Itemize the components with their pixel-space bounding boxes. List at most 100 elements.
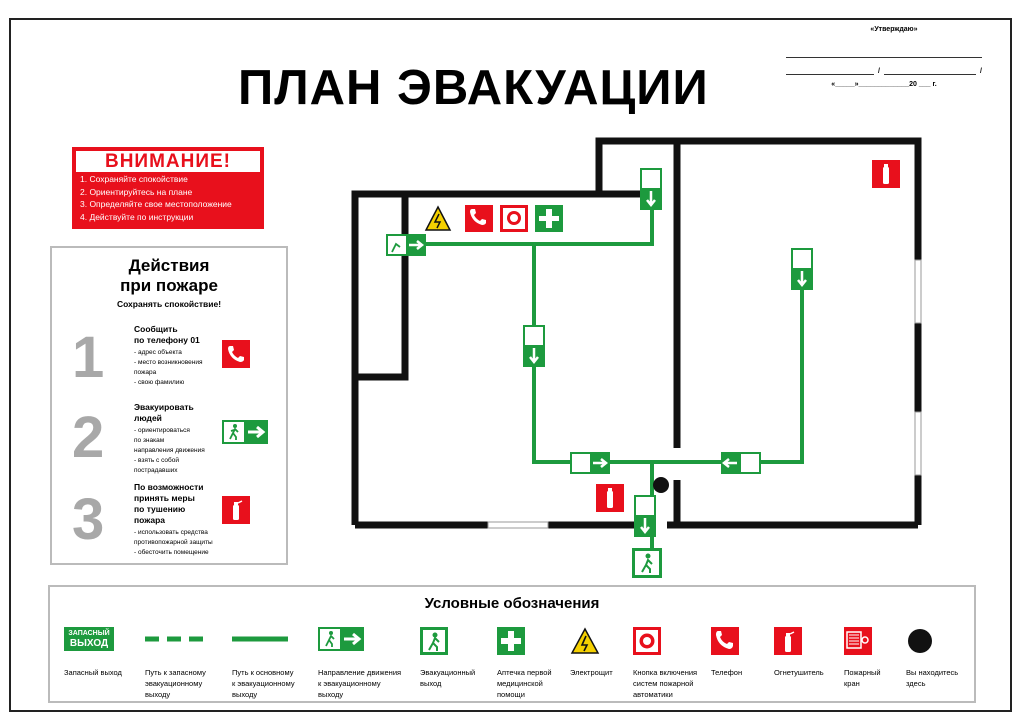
approval-heading: «Утверждаю» — [870, 26, 918, 33]
step-item: - место возникновения — [134, 359, 203, 366]
step-item: противопожарной защиты — [134, 539, 213, 546]
phone-icon — [711, 627, 739, 655]
attention-item: 1. Сохраняйте спокойствие — [80, 174, 188, 184]
fire-actions-title: Действия при пожаре — [52, 256, 286, 296]
direction-arrow-sign — [318, 627, 364, 651]
direction-arrow-sign — [523, 325, 545, 367]
legend-item-reserve-path: Путь к запасному эвакуационному выходу — [145, 627, 206, 699]
legend-label-line: Вы находитесь — [906, 668, 959, 677]
legend-label-line: выходу — [145, 690, 171, 699]
windows — [487, 259, 922, 529]
dashed-green-line — [145, 636, 203, 642]
step-items: - адрес объекта - место возникновения по… — [134, 348, 203, 388]
legend-label: Запасный выход — [64, 667, 154, 678]
step-item: - использовать средства — [134, 529, 208, 536]
direction-arrow-sign — [640, 168, 662, 210]
first-aid-icon — [497, 627, 525, 655]
electrical-hazard-icon — [424, 205, 452, 231]
fire-actions-title-line2: при пожаре — [120, 276, 218, 295]
step-heading-line: пожара — [134, 515, 165, 525]
page-title: ПЛАН ЭВАКУАЦИИ — [238, 61, 709, 115]
step-items: - использовать средства противопожарной … — [134, 528, 213, 558]
legend-item-hydrant: Пожарный кран — [844, 627, 881, 688]
legend-label-line: систем пожарной — [633, 679, 694, 688]
emergency-exit-sign: ЗАПАСНЫЙ ВЫХОД — [64, 627, 114, 651]
legend-item-extinguisher: Огнетушитель — [774, 627, 824, 677]
step-heading: По возможности принять меры по тушению п… — [134, 482, 203, 526]
legend-label: Огнетушитель — [774, 667, 864, 678]
direction-arrow-sign — [634, 495, 656, 537]
step-heading: Эвакуировать людей — [134, 402, 194, 424]
legend-label: Пожарный кран — [844, 667, 934, 689]
legend-item-first-aid: Аптечка первой медицинской помощи — [497, 627, 552, 699]
legend-label-line: автоматики — [633, 690, 673, 699]
legend-label: Вы находитесь здесь — [906, 667, 976, 689]
legend-label-line: Эвакуационный — [420, 668, 476, 677]
approval-signature-field — [786, 65, 874, 75]
step-item: - взять с собой — [134, 457, 179, 464]
direction-arrow-sign — [791, 248, 813, 290]
fire-alarm-button-icon — [500, 205, 528, 232]
you-are-here-dot — [653, 477, 669, 493]
legend-label-line: Путь к запасному — [145, 668, 206, 677]
legend-label-line: Запасный выход — [64, 668, 122, 677]
attention-item: 4. Действуйте по инструкции — [80, 211, 194, 222]
phone-icon — [465, 205, 493, 232]
step-heading-line: людей — [134, 413, 162, 423]
step-heading-line: Сообщить — [134, 324, 178, 334]
direction-arrow-sign — [570, 452, 610, 474]
legend-label-line: Аптечка первой — [497, 668, 552, 677]
legend-label: Путь к запасному эвакуационному выходу — [145, 667, 235, 700]
step-item: - адрес объекта — [134, 349, 182, 356]
legend-label-line: Электрощит — [570, 668, 613, 677]
legend-label-line: Кнопка включения — [633, 668, 698, 677]
step-items: - ориентироваться по знакам направления … — [134, 426, 205, 476]
fire-hydrant-icon — [844, 627, 872, 655]
legend-label-line: Огнетушитель — [774, 668, 824, 677]
first-aid-icon — [535, 205, 563, 232]
legend-label-line: выходу — [232, 690, 258, 699]
step-heading-line: По возможности — [134, 482, 204, 492]
legend-label-line: выходу — [318, 690, 344, 699]
electrical-hazard-icon — [570, 627, 600, 654]
fire-extinguisher-icon — [872, 160, 900, 188]
exit-sign-line2: ВЫХОД — [69, 638, 109, 649]
evacuation-paths — [425, 190, 804, 570]
approval-block: «Утверждаю» / / «_____»_____________20 _… — [786, 26, 982, 88]
legend-label: Путь к основному к эвакуационному выходу — [232, 667, 322, 700]
legend-label-line: Путь к основному — [232, 668, 294, 677]
fire-extinguisher-icon — [596, 484, 624, 512]
legend-label: Аптечка первой медицинской помощи — [497, 667, 587, 700]
exit-sign-line1: ЗАПАСНЫЙ — [68, 630, 110, 637]
path-main — [532, 244, 804, 464]
step-item: пострадавших — [134, 467, 178, 474]
phone-icon — [222, 340, 250, 368]
attention-block: ВНИМАНИЕ! 1. Сохраняйте спокойствие 2. О… — [72, 147, 264, 229]
page-frame — [9, 18, 1012, 712]
legend-item-emergency-exit: ЗАПАСНЫЙ ВЫХОД Запасный выход — [64, 627, 122, 677]
attention-list: 1. Сохраняйте спокойствие 2. Ориентируйт… — [80, 173, 232, 223]
direction-arrow-sign — [721, 452, 761, 474]
approval-name-row: / / — [786, 63, 982, 75]
step-heading-line: по телефону 01 — [134, 335, 200, 345]
legend-label-line: здесь — [906, 679, 926, 688]
legend-label-line: Направление движения — [318, 668, 402, 677]
attention-item: 2. Ориентируйтесь на плане — [80, 186, 193, 197]
step-number: 2 — [72, 405, 105, 470]
evacuation-exit-icon — [420, 627, 448, 655]
step-number: 1 — [72, 325, 105, 390]
approval-name-field — [883, 65, 976, 75]
step-heading: Сообщить по телефону 01 — [134, 324, 200, 346]
fire-alarm-button-icon — [633, 627, 661, 655]
evacuation-exit-icon — [632, 548, 662, 578]
legend-label: Направление движения к эвакуационному вы… — [318, 667, 413, 700]
approval-signature-line — [786, 49, 982, 58]
legend-label: Телефон — [711, 667, 801, 678]
legend-label: Эвакуационный выход — [420, 667, 510, 689]
walls — [351, 137, 922, 529]
fire-extinguisher-icon — [222, 496, 250, 524]
attention-item: 3. Определяйте свое местоположение — [80, 199, 232, 209]
step-heading-line: Эвакуировать — [134, 402, 194, 412]
legend-label-line: выход — [420, 679, 442, 688]
legend-label-line: Телефон — [711, 668, 743, 677]
